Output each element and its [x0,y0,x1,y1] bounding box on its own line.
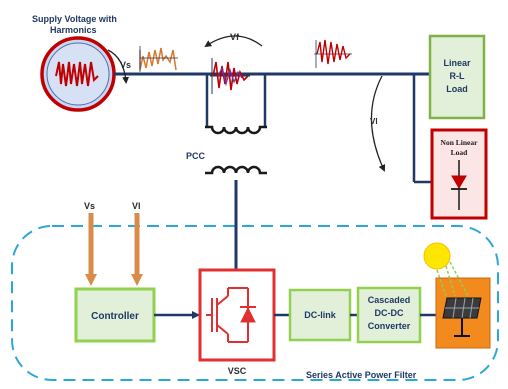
linear-load-box [428,34,486,120]
converter-line1: Cascaded [368,295,411,305]
converter-box [356,286,422,344]
vf-waveform-icon [210,58,250,94]
converter-line3: Converter [368,321,411,331]
diode-icon [451,160,467,210]
load-waveform-icon [314,39,352,68]
linear-load-line3: Load [446,84,468,94]
linear-load-line2: R-L [450,71,465,81]
filter-caption: Series Active Power Filter [306,370,417,380]
controller-label: Controller [91,311,139,322]
vs-label: Vs [120,60,131,70]
input-vl-label: Vl [132,201,141,211]
supply-title-line2: Harmonics [50,25,97,35]
supply-title-line1: Supply Voltage with [32,14,117,24]
filter-boundary [11,225,499,381]
vs-arrow [107,49,130,84]
converter-line2: DC-DC [375,308,404,318]
nonlinear-load-line1: Non Linear [441,138,479,147]
solar-panel-icon [442,297,482,337]
supply-source [40,36,116,112]
antiparallel-diode-icon [240,306,256,323]
input-vs-label: Vs [84,201,95,211]
linear-load-line1: Linear [443,58,471,68]
series-transformer [205,74,267,175]
controller-box [74,287,156,343]
harmonic-waveform-icon [139,46,178,72]
vf-label: Vf [230,32,240,42]
nonlinear-load-line2: Load [451,148,469,157]
sun-icon [423,242,469,297]
dclink-label: DC-link [304,310,336,320]
pcc-label: PCC [186,151,206,161]
vf-arrow [204,35,263,48]
vl-arrow [370,75,386,172]
vsc-label: VSC [228,366,247,376]
vl-label: Vl [370,117,378,126]
